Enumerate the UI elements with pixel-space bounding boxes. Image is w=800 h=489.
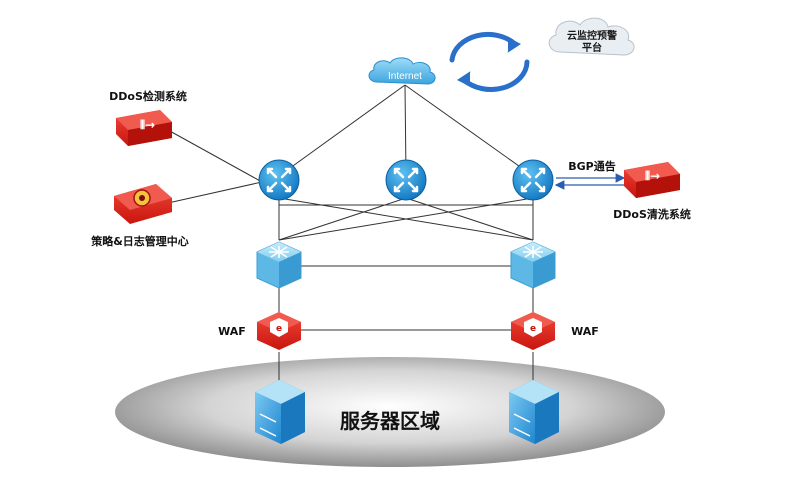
switch-left-icon[interactable]: [256, 241, 302, 289]
svg-text:e: e: [276, 324, 282, 334]
ddos-detect-label: DDoS检测系统: [109, 89, 187, 103]
internet-label: Internet: [388, 71, 422, 82]
waf-right-label: WAF: [571, 325, 599, 338]
router-left-icon[interactable]: [258, 159, 300, 201]
waf-left-label: WAF: [218, 325, 246, 338]
waf-right-device-icon[interactable]: e: [511, 312, 555, 350]
cloud-monitor-icon[interactable]: [548, 17, 635, 56]
links: [167, 84, 534, 382]
server-left-icon[interactable]: [255, 380, 305, 444]
server-right-icon[interactable]: [509, 380, 559, 444]
router-center-icon[interactable]: [385, 159, 427, 201]
cloud-monitor-label-line2: 平台: [582, 41, 602, 54]
switch-right-icon[interactable]: [510, 241, 556, 289]
bgp-label: BGP通告: [568, 159, 615, 173]
svg-text:⫴→: ⫴→: [645, 169, 660, 183]
svg-text:⫴→: ⫴→: [140, 118, 155, 132]
sync-arrows-icon: [449, 31, 530, 92]
policy-log-label: 策略&日志管理中心: [90, 234, 189, 248]
ddos-detect-device-icon[interactable]: ⫴→: [116, 110, 172, 146]
ddos-clean-device-icon[interactable]: ⫴→: [624, 162, 680, 198]
server-zone-label: 服务器区域: [340, 409, 440, 433]
waf-left-device-icon[interactable]: e: [257, 312, 301, 350]
ddos-clean-label: DDoS清洗系统: [613, 207, 691, 221]
svg-text:e: e: [530, 324, 536, 334]
policy-log-device-icon[interactable]: [114, 184, 172, 224]
internet-cloud-icon[interactable]: [368, 57, 436, 85]
cloud-monitor-label-line1: 云监控预警: [567, 29, 617, 42]
router-right-icon[interactable]: [512, 159, 554, 201]
